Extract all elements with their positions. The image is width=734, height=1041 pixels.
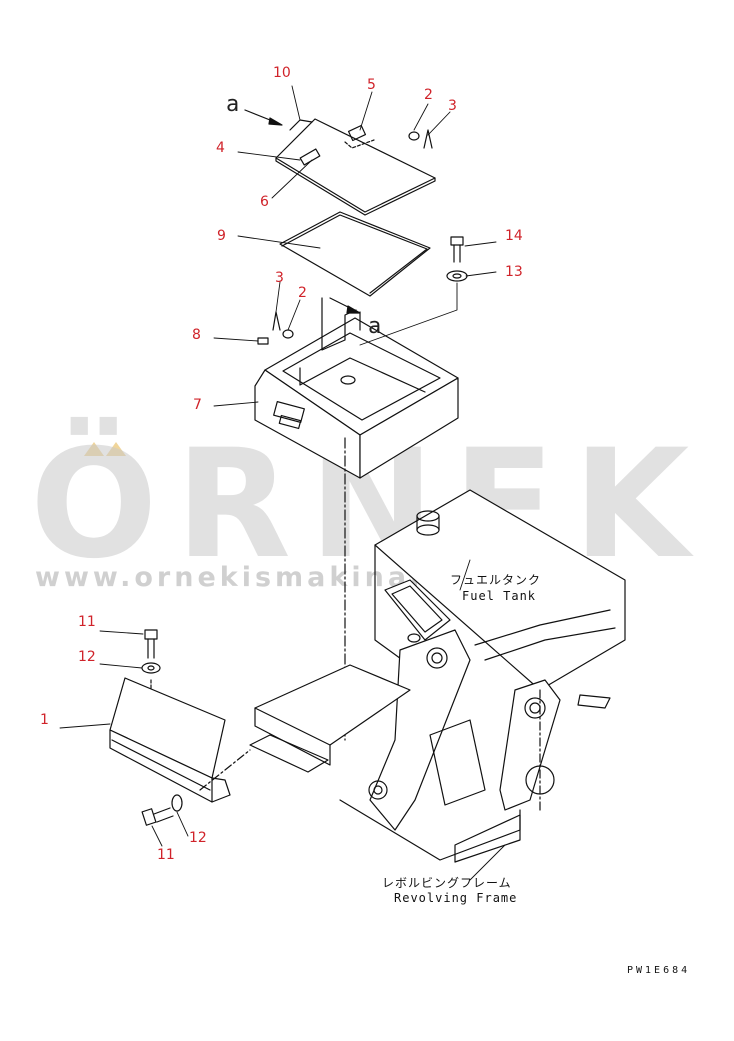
callout-8: 8	[192, 327, 201, 343]
view-arrow-top	[244, 109, 283, 126]
callout-11: 11	[78, 614, 96, 630]
revolving-frame	[249, 609, 616, 863]
callout-14: 14	[505, 228, 523, 244]
view-marker-a-top: a	[226, 92, 240, 117]
callout-2: 2	[424, 87, 433, 103]
gasket-sheet	[279, 211, 431, 297]
view-marker-a-box: a	[368, 314, 382, 339]
callout-13: 13	[505, 264, 523, 280]
revolving-frame-label-en: Revolving Frame	[394, 891, 518, 905]
front-cover	[109, 677, 231, 803]
callout-3: 3	[275, 270, 284, 286]
bolt-11-top	[144, 629, 158, 659]
callout-6: 6	[260, 194, 269, 210]
callout-2: 2	[298, 285, 307, 301]
callout-1: 1	[40, 712, 49, 728]
callout-5: 5	[367, 77, 376, 93]
callout-9: 9	[217, 228, 226, 244]
leader-lines	[59, 85, 506, 881]
watermark-accent	[84, 442, 104, 456]
callout-4: 4	[216, 140, 225, 156]
bolt-11-bottom	[141, 807, 174, 826]
callout-11: 11	[157, 847, 175, 863]
callout-12: 12	[78, 649, 96, 665]
view-arrow-box	[329, 297, 361, 314]
bolt-14	[450, 236, 464, 263]
watermark-accent	[106, 442, 126, 456]
callout-10: 10	[273, 65, 291, 81]
fuel-tank-label-jp: フュエルタンク	[450, 573, 542, 587]
callout-3: 3	[448, 98, 457, 114]
callout-7: 7	[193, 397, 202, 413]
callout-12: 12	[189, 830, 207, 846]
revolving-frame-label-jp: レボルビングフレーム	[382, 876, 512, 890]
tool-box	[254, 297, 459, 479]
drawing-reference: PW1E684	[627, 965, 691, 976]
fuel-tank-label-en: Fuel Tank	[462, 589, 537, 603]
cover-plate	[275, 118, 436, 216]
